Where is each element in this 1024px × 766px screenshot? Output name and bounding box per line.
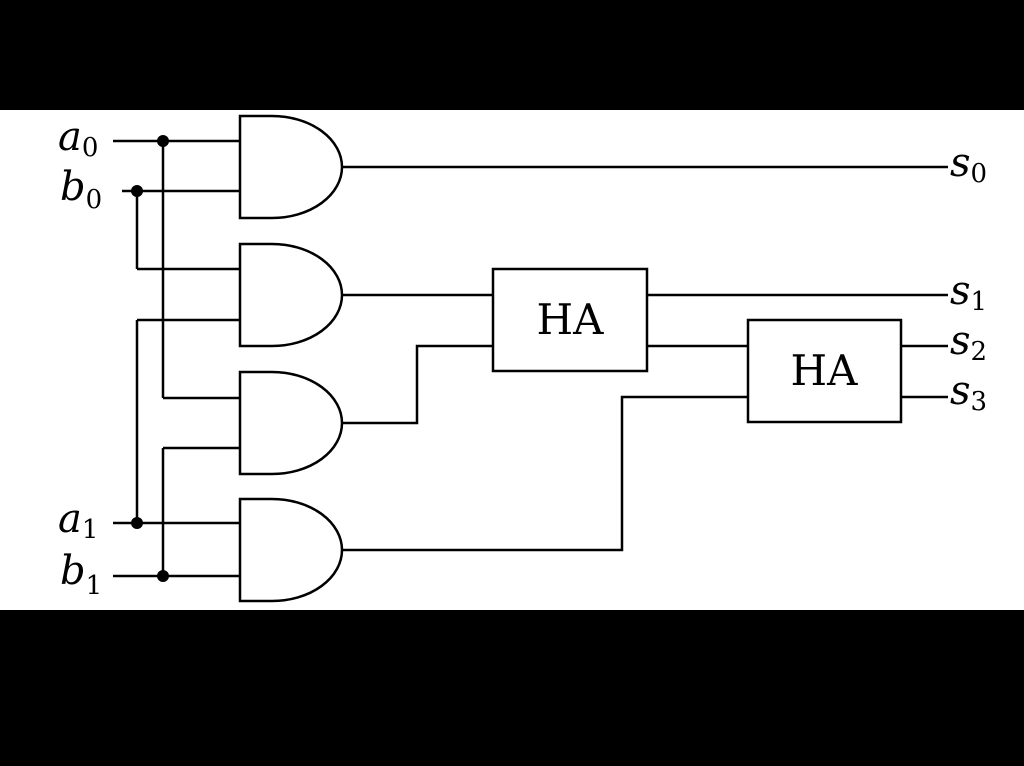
wire-gate4-ha2 bbox=[342, 395, 748, 552]
output-label-s2: s2 bbox=[950, 318, 987, 367]
and-gate-2 bbox=[238, 242, 344, 348]
output-label-s1: s1 bbox=[950, 268, 987, 317]
half-adder-box bbox=[491, 267, 649, 373]
input-label-b1: b1 bbox=[60, 548, 102, 601]
half-adder-label: HA bbox=[537, 295, 605, 344]
half-adder-1: HA bbox=[491, 267, 649, 373]
and-gate-1 bbox=[238, 114, 344, 220]
half-adder-2: HA bbox=[746, 318, 903, 424]
input-label-a0: a0 bbox=[58, 114, 98, 163]
internal-wires bbox=[342, 165, 948, 552]
and-gate-4 bbox=[238, 497, 344, 603]
and-gate-3 bbox=[238, 370, 344, 476]
junction-dot bbox=[131, 517, 143, 529]
output-label-s3: s3 bbox=[950, 368, 987, 417]
input-label-b0: b0 bbox=[60, 164, 102, 215]
half-adder-label: HA bbox=[791, 346, 859, 395]
half-adder-box bbox=[746, 318, 903, 424]
input-label-a1: a1 bbox=[58, 496, 98, 545]
junction-dot bbox=[157, 135, 169, 147]
wire-gate3-ha1 bbox=[342, 344, 493, 425]
output-label-s0: s0 bbox=[950, 140, 987, 189]
junction-dot bbox=[131, 185, 143, 197]
junction-dot bbox=[157, 570, 169, 582]
